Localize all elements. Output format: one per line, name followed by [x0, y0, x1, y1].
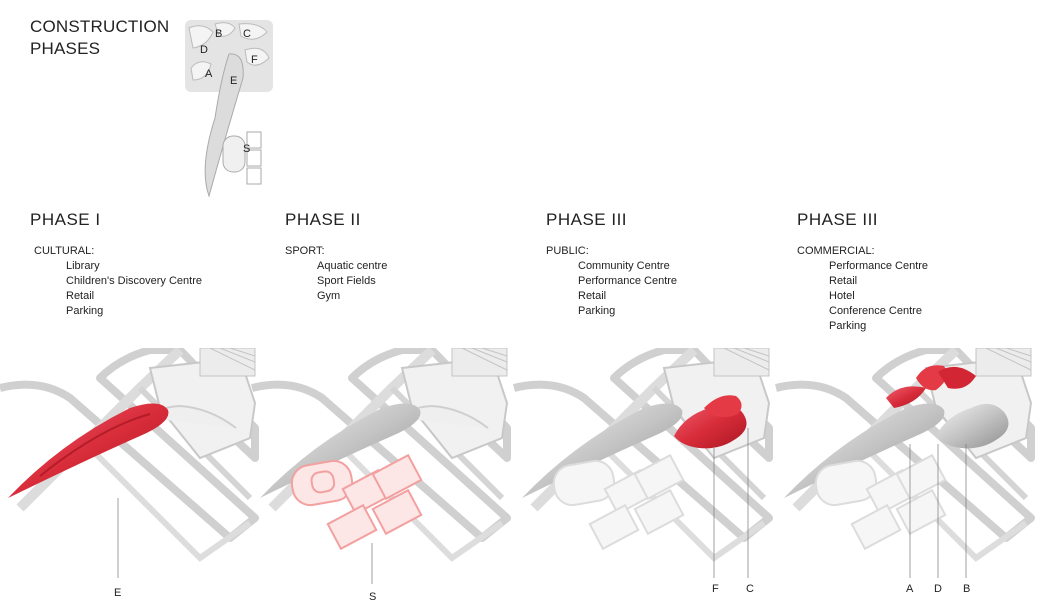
key-map-building-b [214, 22, 236, 37]
phase-2-item: Aquatic centre [317, 260, 388, 272]
phase-3-panel: F C [514, 348, 769, 595]
phase-4-label-d: D [934, 583, 942, 595]
site-key-map: B C D F A E S [185, 20, 273, 198]
phase-1-label-e: E [114, 587, 121, 599]
phase-1-item: Children's Discovery Centre [66, 275, 202, 287]
title-line-1: CONSTRUCTION [30, 17, 170, 36]
phase-4-item: Performance Centre [829, 260, 929, 272]
phase-1-building-e [8, 403, 169, 498]
phase-3-item: Retail [578, 290, 607, 302]
phase-panels: E S F C [0, 348, 1058, 603]
phase-4-building-b [938, 366, 976, 389]
phase-2-items: Aquatic centre Sport Fields Gym [317, 259, 387, 304]
phase-3-category: PUBLIC: [546, 245, 589, 257]
key-label-a: A [205, 68, 213, 80]
phase-2-category: SPORT: [285, 245, 325, 257]
phase-2-panel: S [252, 348, 507, 603]
phase-4-item: Conference Centre [829, 305, 922, 317]
key-map-field-3 [246, 167, 262, 185]
phase-3-item: Performance Centre [578, 275, 678, 287]
phase-1-item: Library [66, 260, 100, 272]
phase-4-item: Hotel [829, 290, 855, 302]
phase-4-building-f [936, 403, 1009, 449]
phase-4-item: Parking [829, 320, 867, 332]
key-map-building-e [204, 53, 244, 198]
phase-4-sport-fields [814, 453, 947, 551]
key-label-c: C [243, 28, 251, 40]
key-map-building-d [188, 25, 214, 49]
phase-4-label-b: B [963, 583, 970, 595]
phase-3-items: Community Centre Performance Centre Reta… [578, 259, 677, 319]
key-map-track [222, 135, 246, 173]
key-label-s: S [243, 143, 250, 155]
key-label-e: E [230, 75, 237, 87]
phase-1-title: PHASE I [30, 210, 101, 229]
phase-3-label-f: F [712, 583, 719, 595]
phase-3-building-c [704, 395, 742, 417]
phase-2-item: Gym [317, 290, 341, 302]
phase-3-label-c: C [746, 583, 754, 595]
phase-3-item: Community Centre [578, 260, 670, 272]
key-label-f: F [251, 54, 258, 66]
phase-2-item: Sport Fields [317, 275, 376, 287]
phase-4-items: Performance Centre Retail Hotel Conferen… [829, 259, 928, 334]
key-map-building-c [238, 23, 268, 40]
phase-3-title: PHASE III [546, 210, 628, 229]
phase-4-item: Retail [829, 275, 858, 287]
phase-1-category: CULTURAL: [34, 245, 95, 257]
phase-2-sport-fields [290, 453, 423, 551]
phase-2-label-s: S [369, 591, 376, 603]
key-map-field-2 [246, 149, 262, 167]
phase-4-category: COMMERCIAL: [797, 245, 875, 257]
title-line-2: PHASES [30, 39, 101, 58]
phase-4-title: PHASE III [797, 210, 879, 229]
key-label-b: B [215, 28, 222, 40]
phase-1-items: Library Children's Discovery Centre Reta… [66, 259, 202, 319]
key-label-d: D [200, 44, 208, 56]
key-map-field-1 [246, 131, 262, 149]
phase-1-item: Retail [66, 290, 95, 302]
phase-4-label-a: A [906, 583, 914, 595]
phase-3-item: Parking [578, 305, 616, 317]
phase-3-sport-fields [552, 453, 685, 551]
phase-4-panel: A D B [776, 348, 1031, 595]
diagram-title: CONSTRUCTION PHASES [30, 16, 169, 60]
key-map-building-f [244, 47, 270, 66]
phase-1-item: Parking [66, 305, 104, 317]
phase-2-title: PHASE II [285, 210, 361, 229]
phase-1-panel: E [0, 348, 255, 599]
phase-4-building-a [886, 386, 926, 408]
key-map-building-a [190, 61, 212, 81]
